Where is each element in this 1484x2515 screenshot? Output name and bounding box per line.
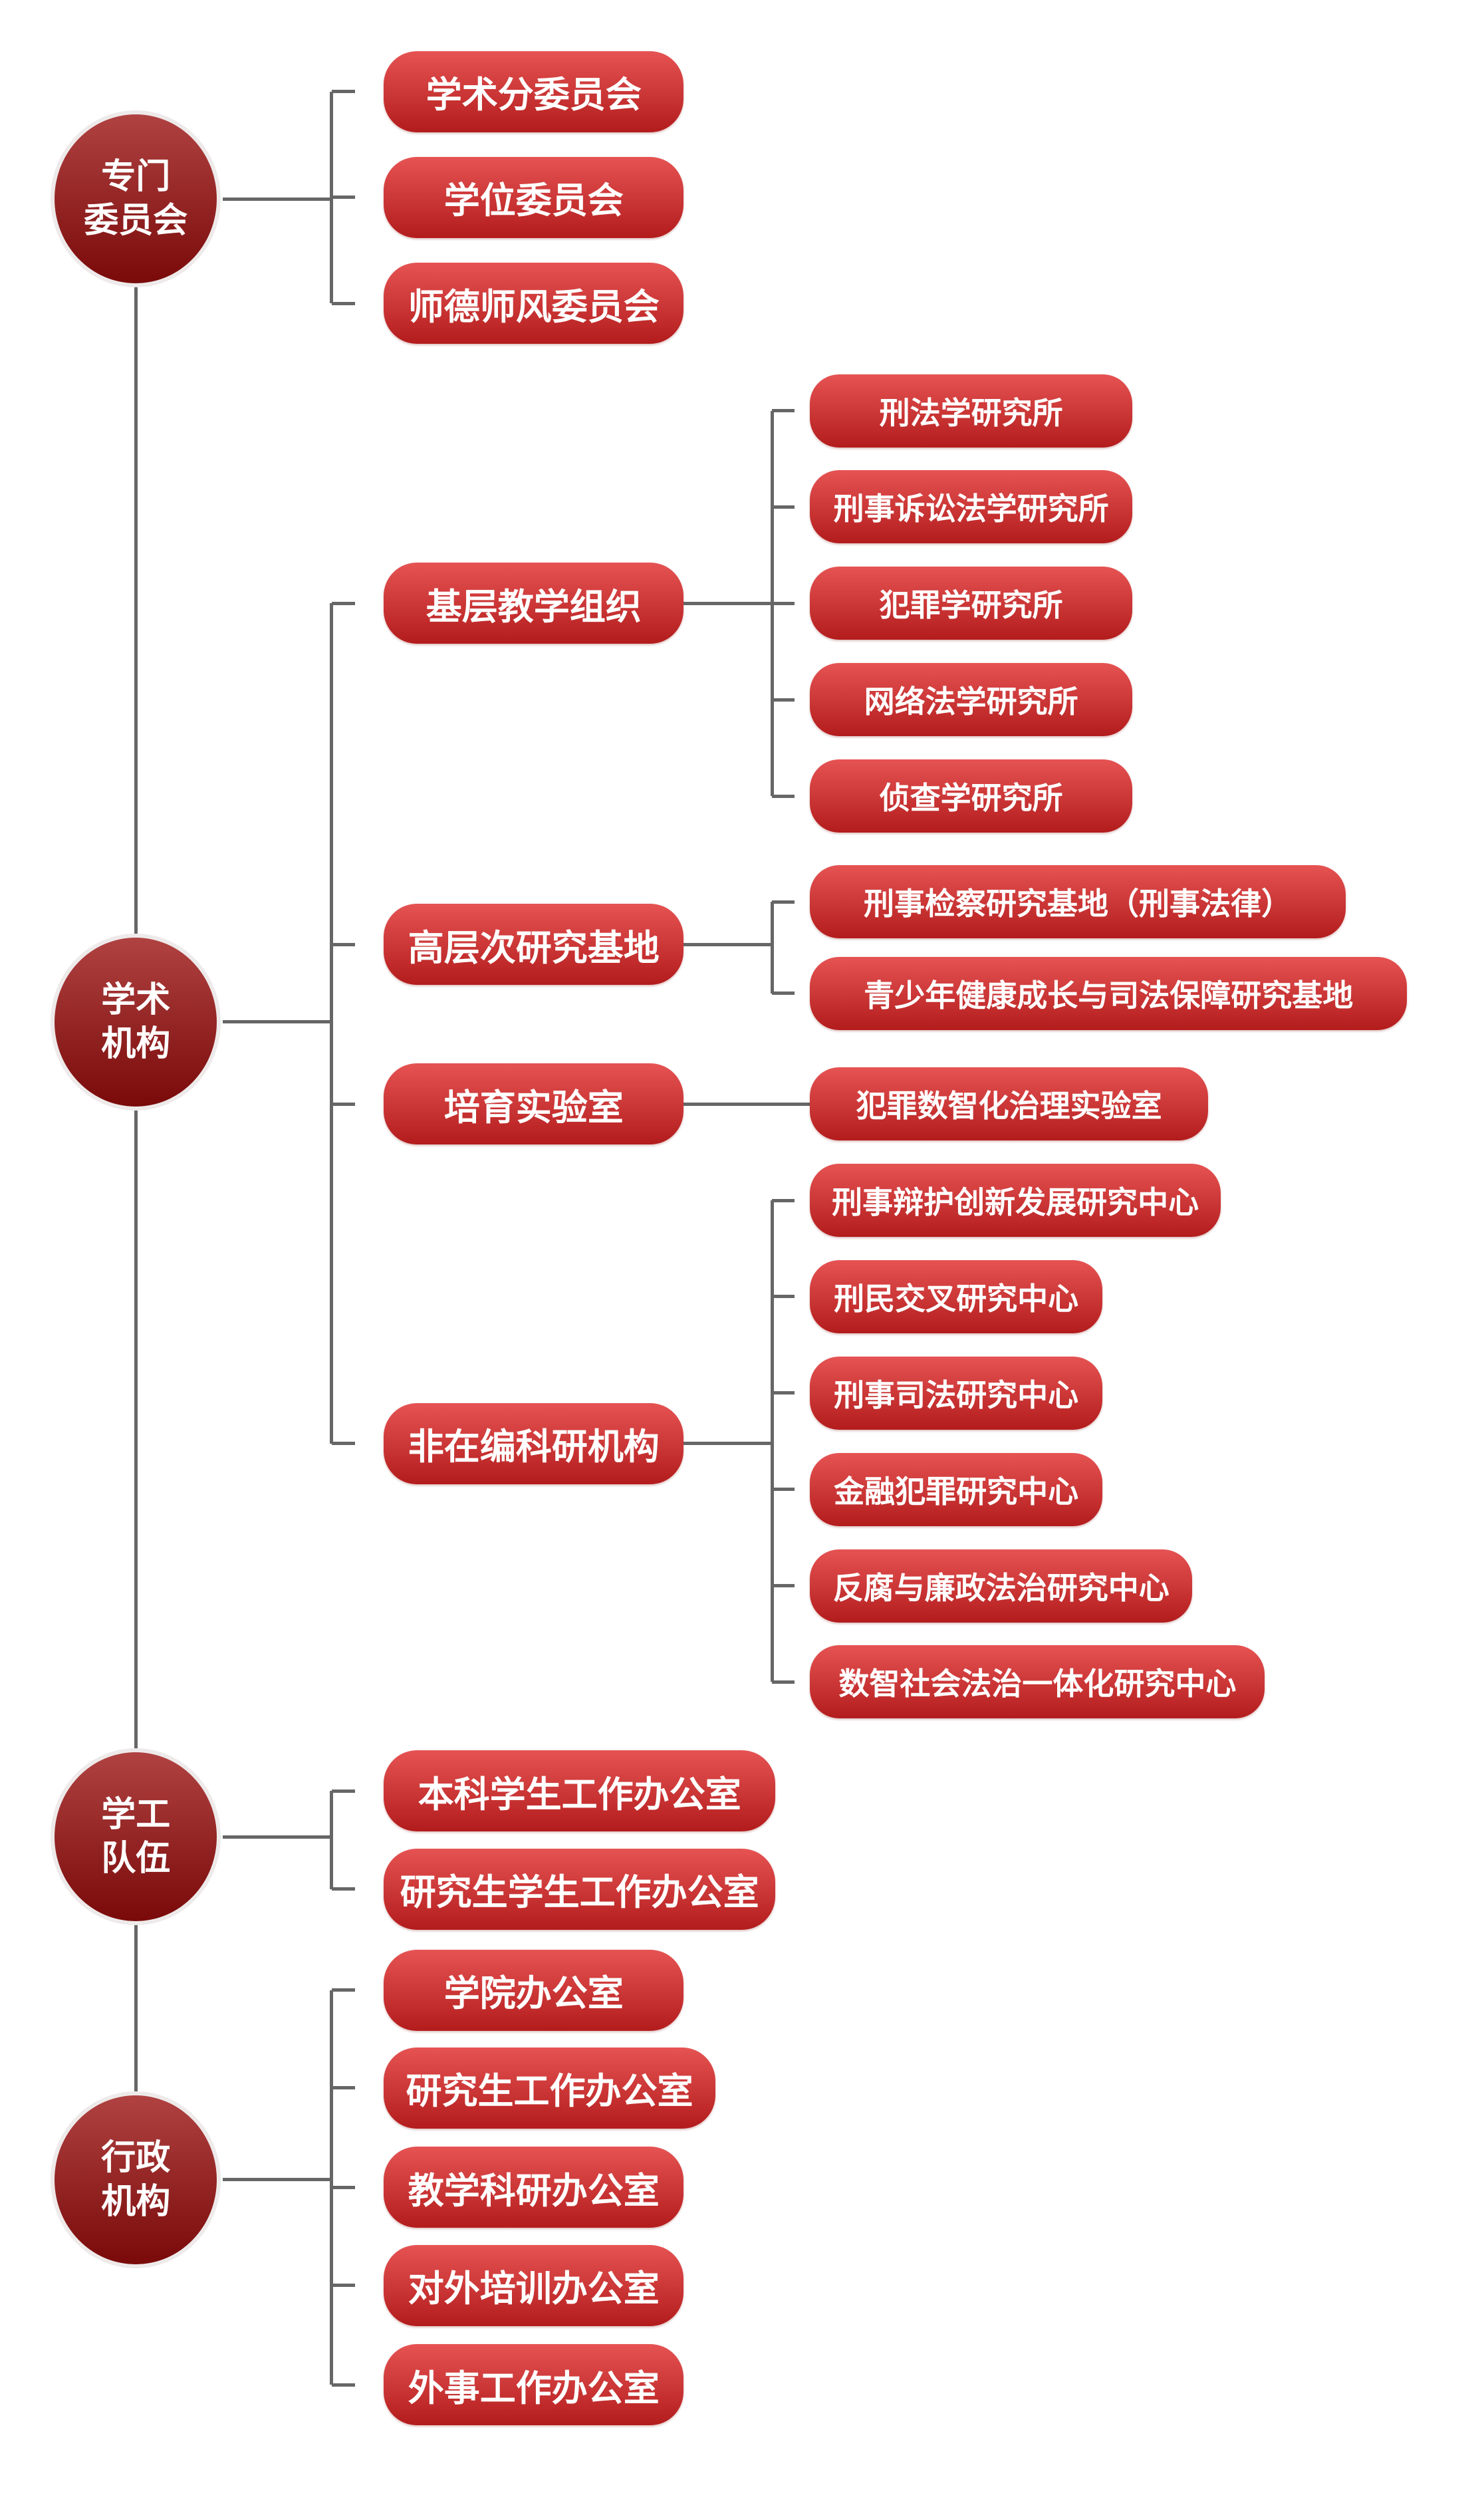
- group-label: 行政: [101, 2137, 171, 2178]
- connector-line: [331, 301, 356, 305]
- connector-line: [772, 1680, 795, 1684]
- connector-line: [772, 794, 795, 798]
- connector-line: [134, 199, 138, 2180]
- connector-line: [331, 2185, 356, 2189]
- unit-node: 培育实验室: [384, 1063, 684, 1145]
- unit-node: 高层次研究基地: [384, 904, 684, 986]
- sub-unit-node: 刑民交叉研究中心: [810, 1259, 1102, 1333]
- sub-unit-node: 数智社会法治一体化研究中心: [810, 1645, 1265, 1719]
- connector-line: [772, 505, 795, 509]
- sub-unit-node: 刑事检察研究基地（刑事法律）: [810, 865, 1346, 939]
- group-node: 专门委员会: [51, 110, 221, 288]
- connector-line: [772, 1198, 795, 1202]
- sub-unit-node: 刑事辩护创新发展研究中心: [810, 1164, 1221, 1237]
- sub-unit-node: 反腐与廉政法治研究中心: [810, 1549, 1193, 1623]
- group-label: 队伍: [101, 1838, 171, 1879]
- unit-node: 研究生工作办公室: [384, 2047, 715, 2129]
- connector-line: [331, 2383, 356, 2387]
- connector-line: [772, 1295, 795, 1299]
- sub-unit-node: 犯罪数智化治理实验室: [810, 1067, 1208, 1141]
- connector-line: [683, 1442, 773, 1446]
- group-label: 专门: [101, 156, 171, 198]
- group-label: 学术: [101, 979, 171, 1020]
- connector-line: [331, 90, 356, 94]
- group-node: 学工队伍: [51, 1748, 221, 1926]
- connector-line: [330, 1791, 334, 1889]
- sub-unit-node: 侦查学研究所: [810, 759, 1132, 833]
- unit-node: 基层教学组织: [384, 563, 684, 644]
- connector-line: [331, 601, 356, 605]
- connector-line: [683, 601, 773, 605]
- connector-line: [772, 601, 795, 605]
- connector-line: [772, 1391, 795, 1395]
- unit-node: 学院办公室: [384, 1949, 684, 2031]
- unit-node: 本科学生工作办公室: [384, 1750, 776, 1832]
- connector-line: [772, 900, 795, 904]
- group-node: 行政机构: [51, 2091, 221, 2268]
- unit-node: 非在编科研机构: [384, 1402, 684, 1484]
- unit-node: 外事工作办公室: [384, 2344, 684, 2426]
- connector-line: [331, 1442, 356, 1446]
- sub-unit-node: 刑法学研究所: [810, 374, 1132, 448]
- connector-line: [331, 1102, 356, 1106]
- connector-line: [222, 1835, 332, 1839]
- group-label: 学工: [101, 1794, 171, 1835]
- connector-line: [770, 1200, 774, 1682]
- group-label: 机构: [101, 1023, 171, 1064]
- connector-line: [331, 1887, 356, 1891]
- unit-node: 研究生学生工作办公室: [384, 1848, 776, 1930]
- connector-line: [772, 1488, 795, 1492]
- connector-line: [772, 698, 795, 702]
- connector-line: [222, 197, 332, 201]
- connector-line: [331, 2284, 356, 2288]
- connector-line: [222, 2178, 332, 2181]
- sub-unit-node: 刑事司法研究中心: [810, 1356, 1102, 1430]
- connector-line: [772, 409, 795, 412]
- connector-line: [772, 1102, 810, 1106]
- connector-line: [772, 992, 795, 995]
- sub-unit-node: 网络法学研究所: [810, 663, 1132, 737]
- connector-line: [331, 1988, 356, 1992]
- connector-line: [330, 603, 334, 1444]
- sub-unit-node: 刑事诉讼法学研究所: [810, 470, 1132, 544]
- unit-node: 教学科研办公室: [384, 2147, 684, 2228]
- sub-unit-node: 青少年健康成长与司法保障研究基地: [810, 956, 1408, 1030]
- unit-node: 对外培训办公室: [384, 2244, 684, 2326]
- connector-line: [222, 1020, 332, 1024]
- connector-line: [772, 1584, 795, 1587]
- connector-line: [331, 942, 356, 946]
- connector-line: [331, 196, 356, 199]
- unit-node: 学术分委员会: [384, 51, 684, 132]
- group-node: 学术机构: [51, 933, 221, 1111]
- connector-line: [683, 942, 773, 946]
- sub-unit-node: 犯罪学研究所: [810, 567, 1132, 640]
- unit-node: 学位委员会: [384, 156, 684, 238]
- group-label: 机构: [101, 2181, 171, 2222]
- group-label: 委员会: [84, 200, 188, 241]
- connector-line: [770, 902, 774, 993]
- sub-unit-node: 金融犯罪研究中心: [810, 1452, 1102, 1526]
- connector-line: [331, 1789, 356, 1793]
- connector-line: [331, 2086, 356, 2090]
- connector-line: [683, 1102, 773, 1106]
- unit-node: 师德师风委员会: [384, 263, 684, 344]
